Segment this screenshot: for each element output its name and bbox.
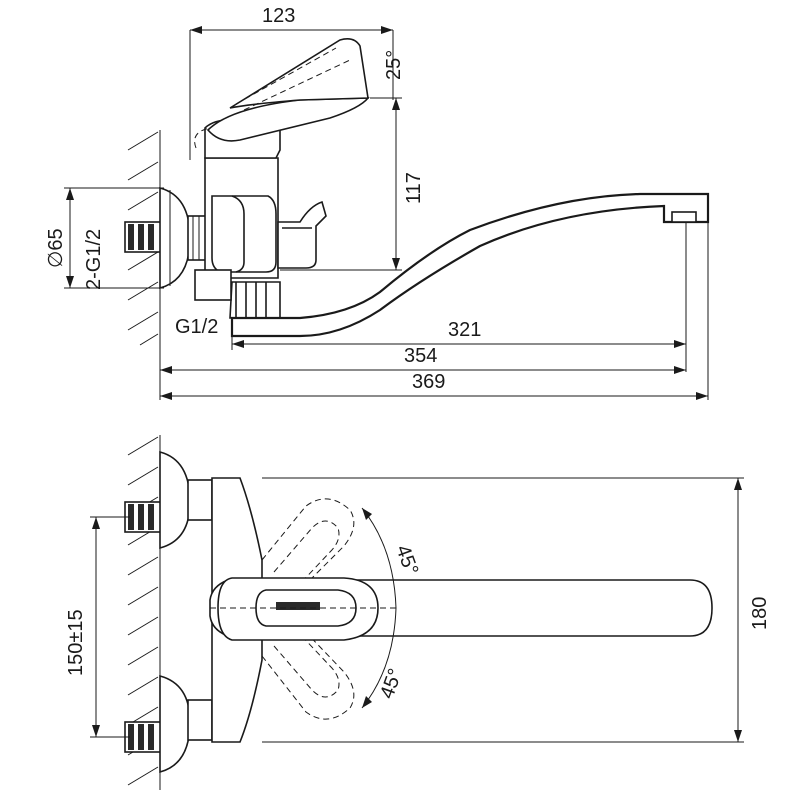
dim-angle-upper-label: 45° [391, 542, 422, 578]
dimension-lines-side [64, 26, 709, 400]
outlet-fitting-side [194, 269, 232, 301]
dim-angle-lower-label: 45° [376, 666, 407, 702]
dim-flange-diameter-label: ∅65 [45, 228, 67, 268]
side-view: 123 25° 117 ∅65 2-G1/2 G1/2 321 354 369 [45, 5, 710, 400]
mixer-body-side [204, 157, 327, 279]
inlet-pipe-side [124, 221, 162, 253]
dim-height-label: 117 [403, 172, 425, 204]
lower-inlet-top [124, 674, 213, 774]
lever-handle-side [194, 38, 370, 149]
dim-outlet-thread-label: G1/2 [175, 316, 218, 338]
upper-inlet-top [124, 450, 213, 550]
lever-handle-top [210, 577, 400, 641]
lever-rotated-lower [261, 625, 355, 720]
top-view: 150±15 45° 45° 180 [65, 435, 771, 790]
dim-total-length-label: 369 [412, 371, 445, 393]
dim-spout-reach-label: 321 [448, 319, 481, 341]
dim-center-distance-label: 150±15 [65, 609, 87, 676]
dim-body-width-label: 180 [749, 597, 771, 630]
dimension-lines-top [90, 477, 744, 743]
dim-spout-length-label: 354 [404, 345, 437, 367]
dim-depth-label: 123 [262, 5, 295, 27]
lever-rotated-upper [261, 498, 355, 591]
dim-inlet-thread-label: 2-G1/2 [83, 229, 105, 290]
dim-lever-angle-label: 25° [383, 50, 405, 80]
wall-flange-side [159, 186, 191, 290]
